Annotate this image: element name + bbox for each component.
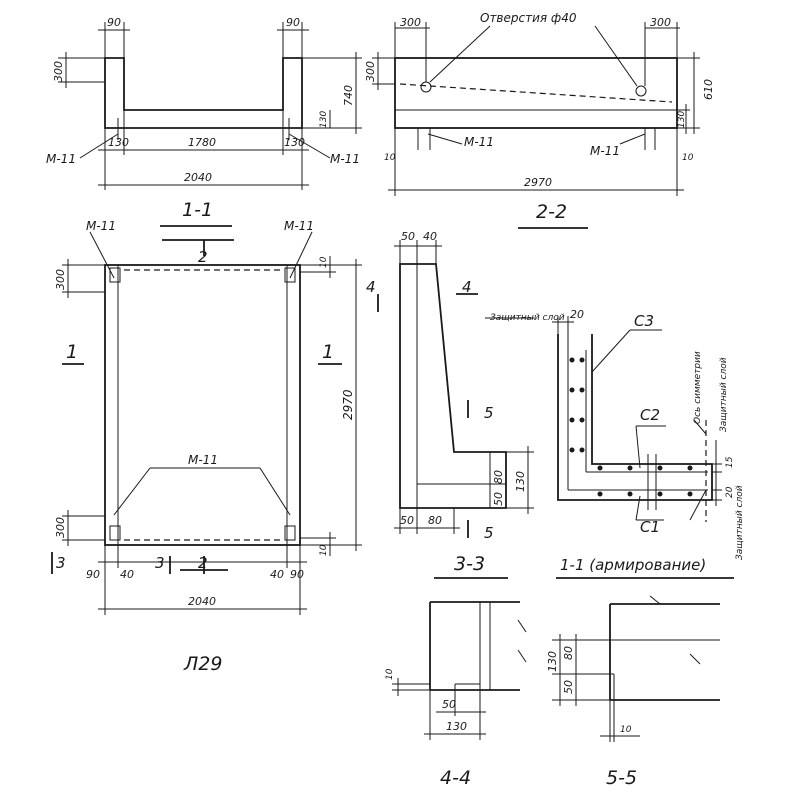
dim-bottom-left: 300 (54, 517, 67, 538)
section-mark-top: 2 (198, 248, 208, 266)
dim-bot-a: 50 (400, 514, 414, 527)
dim-overall: 2040 (184, 171, 212, 184)
dim-h-50: 50 (492, 492, 505, 506)
trough-outline (104, 57, 303, 129)
dim-overall: 2970 (524, 176, 552, 189)
bar-c2: С2 (640, 406, 660, 424)
cut-5-bottom: 5 (484, 524, 494, 542)
dim-bottom: 10 (620, 725, 632, 735)
view-1-1: 90 90 300 740 130 130 1780 130 2040 М-11… (46, 16, 362, 227)
dim-thickness: 130 (677, 111, 687, 128)
symmetry-axis: Ось симметрии (693, 351, 703, 424)
section-mark-bottom: 2 (198, 554, 208, 572)
dim-left: 10 (385, 668, 395, 680)
protective-layer-bottom: Защитный слой (735, 485, 745, 560)
dim-right-20: 20 (725, 486, 735, 498)
dim-width-130: 130 (446, 720, 467, 733)
dim-h-130: 130 (514, 471, 527, 492)
dim-top-left: 300 (54, 269, 67, 290)
dim-inner: 1780 (188, 136, 216, 149)
dim-bottom-1: 40 (120, 568, 134, 581)
dim-top-b: 40 (423, 230, 437, 243)
protective-layer-top: Защитный слой (719, 357, 729, 432)
mark-right: М-11 (590, 144, 620, 158)
dim-h-50: 50 (562, 680, 575, 694)
section-mark-bottom-mid: 3 (155, 554, 165, 572)
dim-bottom-2: 40 (270, 568, 284, 581)
bar-c3: С3 (634, 312, 654, 330)
dim-bottom-right: 130 (284, 136, 305, 149)
mark-left: М-11 (464, 135, 494, 149)
dim-height-left: 300 (52, 61, 65, 82)
dim-bottom-0: 90 (86, 568, 100, 581)
dim-left-offset: 300 (400, 16, 421, 29)
plan-outline (104, 264, 301, 546)
view-title: 4-4 (440, 767, 471, 789)
hole-right (635, 85, 647, 97)
bar-c1: С1 (640, 518, 660, 536)
view-title: 2-2 (536, 201, 567, 223)
dim-right-15: 15 (725, 456, 735, 468)
dim-height-right: 610 (702, 79, 715, 100)
view-title: 1-1 (армирование) (560, 556, 706, 574)
dim-bottom-left: 130 (108, 136, 129, 149)
dim-h-80: 80 (492, 470, 505, 484)
protective-layer: Защитный слой (490, 313, 565, 323)
bar-point (569, 357, 575, 363)
mark-bottom: М-11 (188, 453, 218, 467)
dim-height: 2970 (341, 389, 355, 420)
dim-bottom-right: 10 (319, 544, 329, 556)
dim-bottom-right: 10 (682, 153, 694, 163)
view-title: 1-1 (182, 199, 213, 221)
dim-h-130: 130 (546, 651, 559, 672)
dim-right-offset: 300 (650, 16, 671, 29)
dim-top: 20 (570, 308, 584, 321)
dim-height-left: 300 (364, 61, 377, 82)
section-3-3: 50 40 80 50 130 50 80 4 4 5 5 Защитный с… (366, 230, 565, 579)
view-title: 3-3 (454, 553, 485, 575)
view-2-2: Отверстия ф40 300 300 300 610 130 10 10 … (364, 11, 715, 229)
section-mark-left-bottom: 3 (56, 554, 66, 572)
hole-left (420, 81, 432, 93)
dim-h-80: 80 (562, 646, 575, 660)
dim-bot-b: 80 (428, 514, 442, 527)
mark-top-left: М-11 (86, 219, 116, 233)
mark-top-right: М-11 (284, 219, 314, 233)
cut-5-top: 5 (484, 404, 494, 422)
section-5-5: 130 80 50 10 5-5 (546, 595, 720, 789)
dim-width-50: 50 (442, 698, 456, 711)
plan-view: 2970 10 300 300 10 90 40 40 90 2040 1 1 … (51, 219, 362, 675)
beam-outline (394, 57, 678, 129)
mark-right: М-11 (330, 152, 360, 166)
mark-left: М-11 (46, 152, 76, 166)
dim-bottom-left: 10 (384, 153, 396, 163)
section-4-4: 10 50 130 4-4 (385, 601, 527, 789)
sheet-code: Л29 (183, 653, 222, 675)
hole-label: Отверстия ф40 (480, 11, 577, 25)
reinforcement-view: 20 15 20 С3 С2 С1 Ось симметрии Защитный… (552, 308, 745, 579)
dim-top-a: 50 (401, 230, 415, 243)
dim-top-right: 90 (286, 16, 300, 29)
cut-4-left: 4 (366, 278, 376, 296)
section-mark-right: 1 (322, 341, 334, 363)
dim-top-right: 10 (319, 256, 329, 268)
dim-overall: 2040 (188, 595, 216, 608)
dim-height-right: 740 (342, 85, 355, 106)
view-title: 5-5 (606, 767, 637, 789)
dim-bottom-3: 90 (290, 568, 304, 581)
dim-top-left: 90 (107, 16, 121, 29)
dim-thickness: 130 (319, 111, 329, 128)
reinforcement-outline (557, 334, 713, 501)
cut-4-right: 4 (462, 278, 472, 296)
section-mark-left: 1 (66, 341, 78, 363)
